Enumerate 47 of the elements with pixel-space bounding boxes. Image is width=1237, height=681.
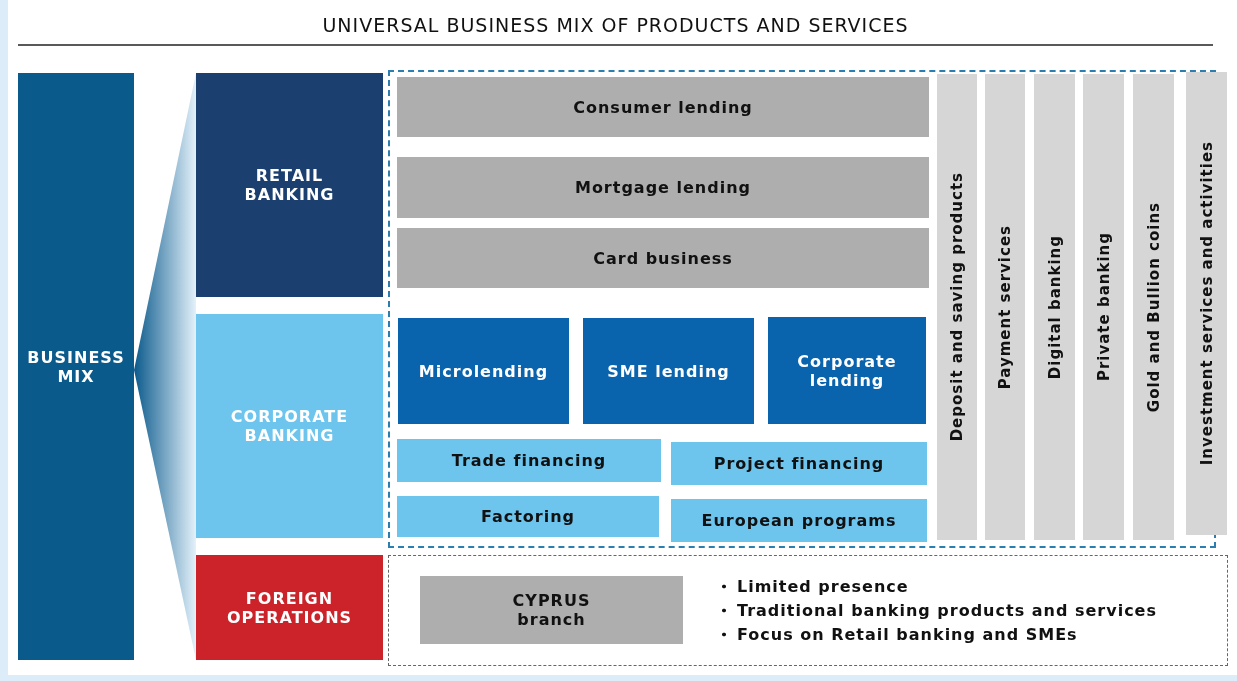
group-frame [388,555,1228,666]
product-box [398,318,569,424]
box-label: Digital banking [1045,234,1064,380]
service-column [1133,74,1174,540]
product-bar [420,576,683,644]
segment-box [196,73,383,297]
service-column [1083,74,1124,540]
service-column [1034,74,1075,540]
box-label: Private banking [1094,232,1113,382]
service-column [937,74,977,540]
diagram-title: UNIVERSAL BUSINESS MIX OF PRODUCTS AND SERVICES [321,14,910,36]
box-label: Payment services [996,224,1014,390]
box-label: Card business [592,248,734,268]
segment-box [196,555,383,660]
service-column [985,74,1025,540]
bullet-item: Traditional banking products and services [719,601,1157,620]
box-label: Gold and Bullion coins [1144,201,1163,413]
box-label: Mortgage lending [573,178,753,197]
box-label: Microlending [417,361,550,381]
box-label: Consumer lending [572,97,754,117]
bullet-item: Limited presence [719,577,909,596]
product-bar [397,157,929,218]
product-box [768,317,926,424]
product-bar [671,499,927,542]
box-label: CYPRUS branch [511,591,592,629]
product-bar [397,496,659,537]
product-bar [397,77,929,137]
box-label: Project financing [712,454,886,473]
box-label: Corporate lending [796,351,898,390]
product-bar [397,228,929,288]
box-label: FOREIGN OPERATIONS [225,588,354,627]
box-label: Deposit and saving products [948,172,966,442]
box-label: SME lending [606,361,731,381]
box-label: CORPORATE BANKING [229,407,350,445]
box-label: Trade financing [450,451,608,470]
product-box [583,318,754,424]
box-label: Factoring [479,507,577,526]
service-column [1186,72,1227,535]
box-label: BUSINESS MIX [26,347,126,386]
category-bar [18,73,134,660]
product-bar [397,439,661,482]
bullet-item: Focus on Retail banking and SMEs [719,625,1078,644]
segment-box [196,314,383,538]
box-label: European programs [700,511,898,530]
box-label: Investment services and activities [1197,141,1216,466]
box-label: RETAIL BANKING [243,166,336,204]
product-bar [671,442,927,485]
